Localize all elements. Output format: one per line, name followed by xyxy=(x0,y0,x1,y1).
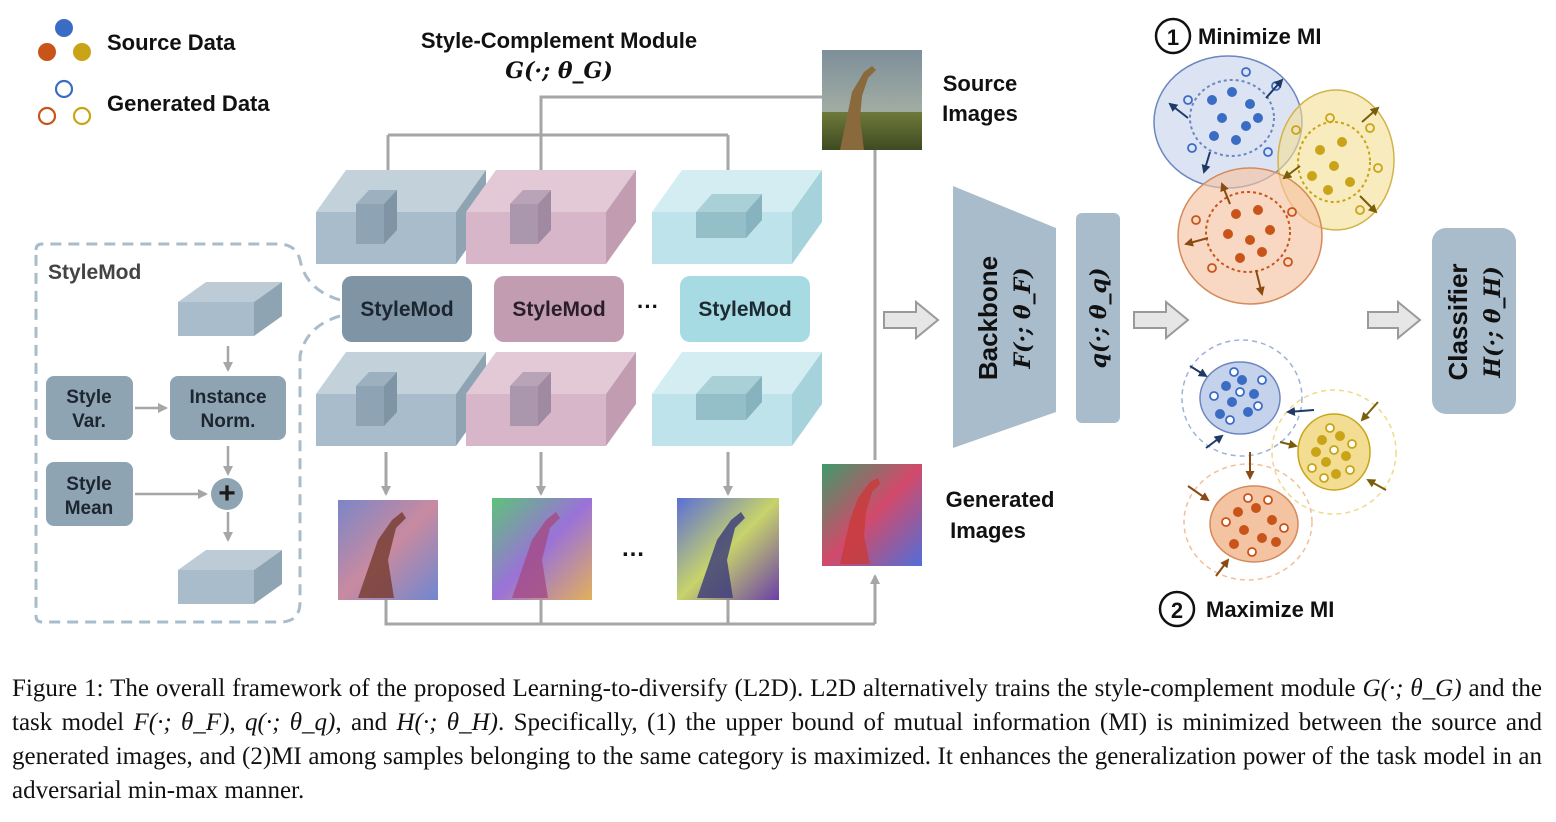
caption-line2: . Specifically, (1) the upper bound of m… xyxy=(12,709,1542,804)
style-var-line1: Style xyxy=(66,387,111,408)
stylemod-block-1 xyxy=(342,276,472,342)
stylemod-output-block xyxy=(178,550,282,604)
classifier-block xyxy=(1432,228,1516,414)
source-images-label-line1: Source xyxy=(943,71,1018,96)
generated-image-1 xyxy=(338,500,438,600)
style-var-line2: Var. xyxy=(72,411,106,432)
legend-source-blue-dot xyxy=(55,19,73,37)
feature-block-top-pink xyxy=(466,170,636,264)
legend-source-yellow-dot xyxy=(73,43,91,61)
minimize-number: 1 xyxy=(1167,25,1179,50)
stylemod-block-2-label: StyleMod xyxy=(512,298,605,321)
generated-image-3 xyxy=(677,498,779,600)
output-arrows xyxy=(381,452,880,626)
caption-sep2: , and xyxy=(335,709,397,736)
plus-symbol: + xyxy=(218,477,236,510)
caption-label: Figure 1: xyxy=(12,675,104,702)
stylemod-block-3 xyxy=(680,276,810,342)
feature-block-top-gray xyxy=(316,170,486,264)
legend-generated-orange-ring xyxy=(37,106,57,126)
framework-diagram: Source Data Generated Data Style-Complem… xyxy=(34,17,1516,628)
stylemod-block-3-label: StyleMod xyxy=(698,298,791,321)
backbone-formula: F(·; θ_F) xyxy=(1010,267,1036,369)
stylemod-panel-title: StyleMod xyxy=(48,261,141,284)
generated-image-2 xyxy=(492,498,592,600)
stylemod-ellipsis: ··· xyxy=(637,294,659,319)
classifier-formula: H(·; θ_H) xyxy=(1480,266,1506,379)
legend-generated-yellow-ring xyxy=(72,106,92,126)
figure-caption: Figure 1: The overall framework of the p… xyxy=(12,672,1542,808)
flow-arrows xyxy=(883,299,1422,341)
source-images-label-line2: Images xyxy=(942,101,1018,126)
source-feed-lines xyxy=(383,95,877,460)
instance-norm-line2: Norm. xyxy=(201,411,256,432)
minimize-number-badge xyxy=(1154,17,1192,55)
legend: Source Data Generated Data xyxy=(37,19,270,126)
stylemod-block-2 xyxy=(494,276,624,342)
stylemod-detail-panel xyxy=(34,242,341,624)
generated-image-example xyxy=(822,464,922,566)
style-mean-line1: Style xyxy=(66,474,111,495)
source-image xyxy=(822,50,922,150)
instance-norm-box xyxy=(170,376,286,440)
stylemod-input-block xyxy=(178,282,282,336)
legend-generated-label: Generated Data xyxy=(107,91,270,116)
generated-images-label-line1: Generated xyxy=(946,487,1055,512)
arrow-to-clusters xyxy=(1133,299,1190,341)
stylemod-block-1-label: StyleMod xyxy=(360,298,453,321)
arrow-to-backbone xyxy=(883,299,940,341)
style-mean-box xyxy=(46,462,133,526)
instance-norm-line1: Instance xyxy=(189,387,266,408)
maximize-number: 2 xyxy=(1171,598,1183,623)
minimize-clusters xyxy=(1153,55,1395,305)
q-formula: q(·; θ_q) xyxy=(1086,268,1112,369)
feature-block-bottom-gray xyxy=(316,352,486,446)
arrow-to-classifier xyxy=(1367,299,1422,341)
caption-g: G(·; θ_G) xyxy=(1362,675,1462,702)
caption-h: H(·; θ_H) xyxy=(396,709,498,736)
caption-line1a: The overall framework of the proposed Le… xyxy=(110,675,1363,702)
backbone-block xyxy=(953,186,1056,448)
legend-source-label: Source Data xyxy=(107,30,236,55)
caption-sep1: , xyxy=(229,709,246,736)
style-mean-line2: Mean xyxy=(65,498,114,519)
classifier-label: Classifier xyxy=(1443,263,1473,380)
legend-source-orange-dot xyxy=(38,43,56,61)
caption-f: F(·; θ_F) xyxy=(133,709,230,736)
maximize-number-badge xyxy=(1158,590,1196,628)
generated-images-label-line2: Images xyxy=(950,518,1026,543)
maximize-clusters xyxy=(1181,339,1397,581)
minimize-label: Minimize MI xyxy=(1198,24,1321,49)
feature-block-bottom-pink xyxy=(466,352,636,446)
module-title: Style-Complement Module xyxy=(421,28,697,53)
feature-block-bottom-cyan xyxy=(652,352,822,446)
backbone-label: Backbone xyxy=(973,256,1003,380)
module-formula: G(·; θ_G) xyxy=(505,58,613,84)
feature-block-top-cyan xyxy=(652,170,822,264)
caption-q: q(·; θ_q) xyxy=(245,709,336,736)
generated-images-ellipsis: … xyxy=(621,535,645,562)
plus-node xyxy=(211,478,243,510)
style-var-box xyxy=(46,376,133,440)
q-block xyxy=(1076,213,1120,423)
caption-line1b: and the task model xyxy=(12,675,1542,736)
maximize-label: Maximize MI xyxy=(1206,597,1334,622)
legend-generated-blue-ring xyxy=(54,79,74,99)
